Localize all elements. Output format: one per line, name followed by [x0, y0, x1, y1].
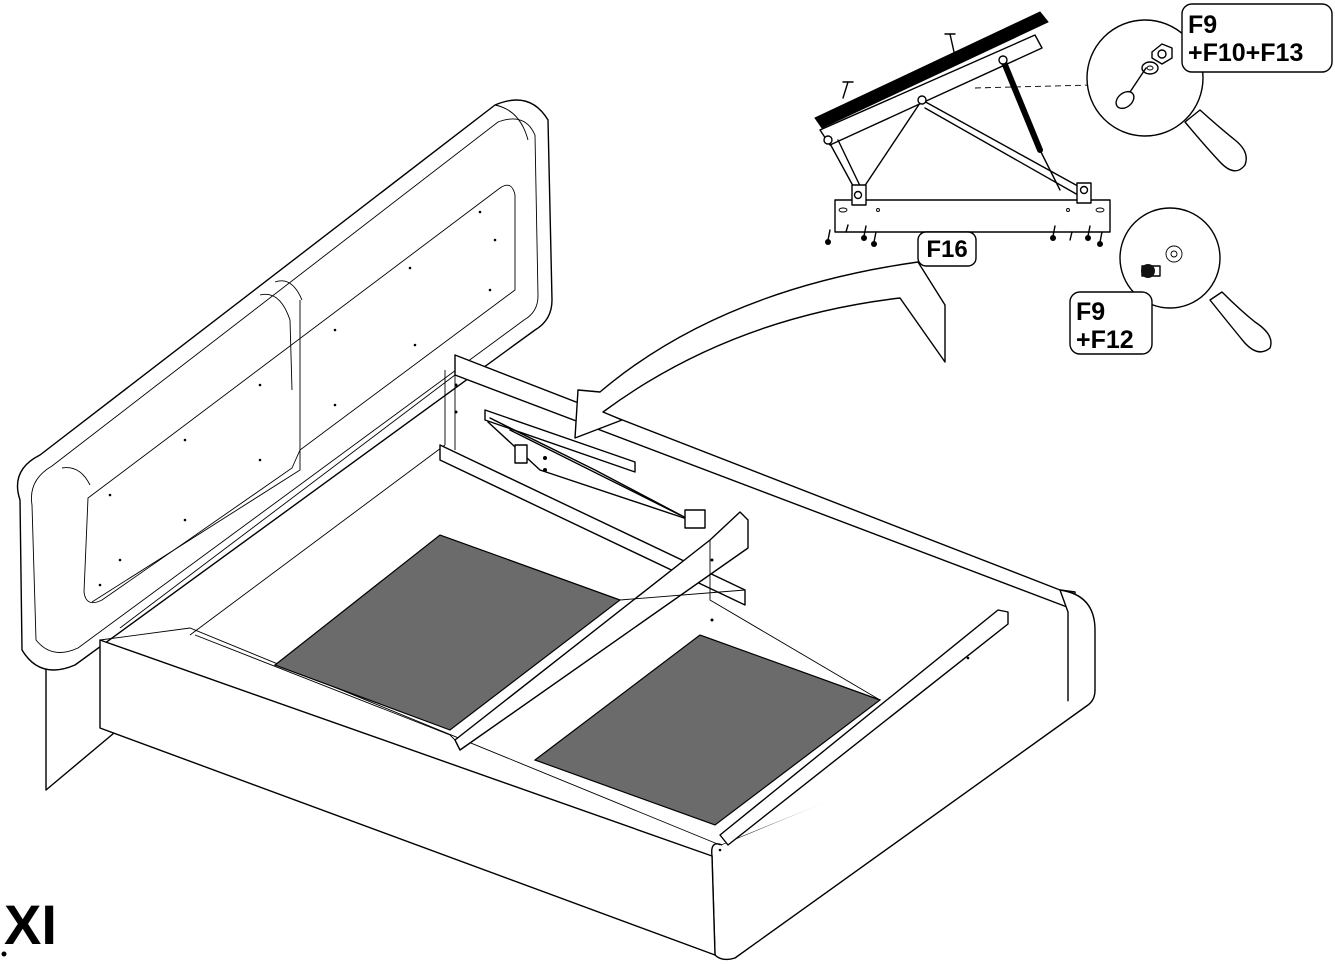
label-f9-bottom-line2: +F12 — [1076, 326, 1134, 354]
step-number-text: XI — [4, 893, 57, 956]
label-f9-f12: F9 +F12 — [1069, 291, 1153, 355]
lift-mechanism-detail — [814, 11, 1111, 247]
base-panel-left — [273, 534, 622, 731]
detail-bolts — [825, 224, 1103, 247]
step-number: XI — [1, 893, 57, 957]
placement-arrow — [574, 261, 946, 439]
lift-mechanism-installed — [484, 409, 706, 529]
label-f9-f10-f13: F9 +F10+F13 — [1181, 3, 1333, 73]
label-f16: F16 — [917, 231, 977, 267]
zoom-detail-bolt-plate — [1119, 207, 1272, 353]
zoom-detail-bolt-washer — [1086, 19, 1247, 172]
label-f16-text: F16 — [926, 236, 967, 263]
label-f9-top-line1: F9 — [1188, 11, 1217, 39]
label-f9-top-line2: +F10+F13 — [1188, 39, 1303, 67]
bed-frame — [99, 354, 1096, 961]
base-panel-right — [533, 634, 882, 826]
label-f9-bottom-line1: F9 — [1076, 298, 1105, 326]
headboard-holes — [98, 210, 497, 587]
